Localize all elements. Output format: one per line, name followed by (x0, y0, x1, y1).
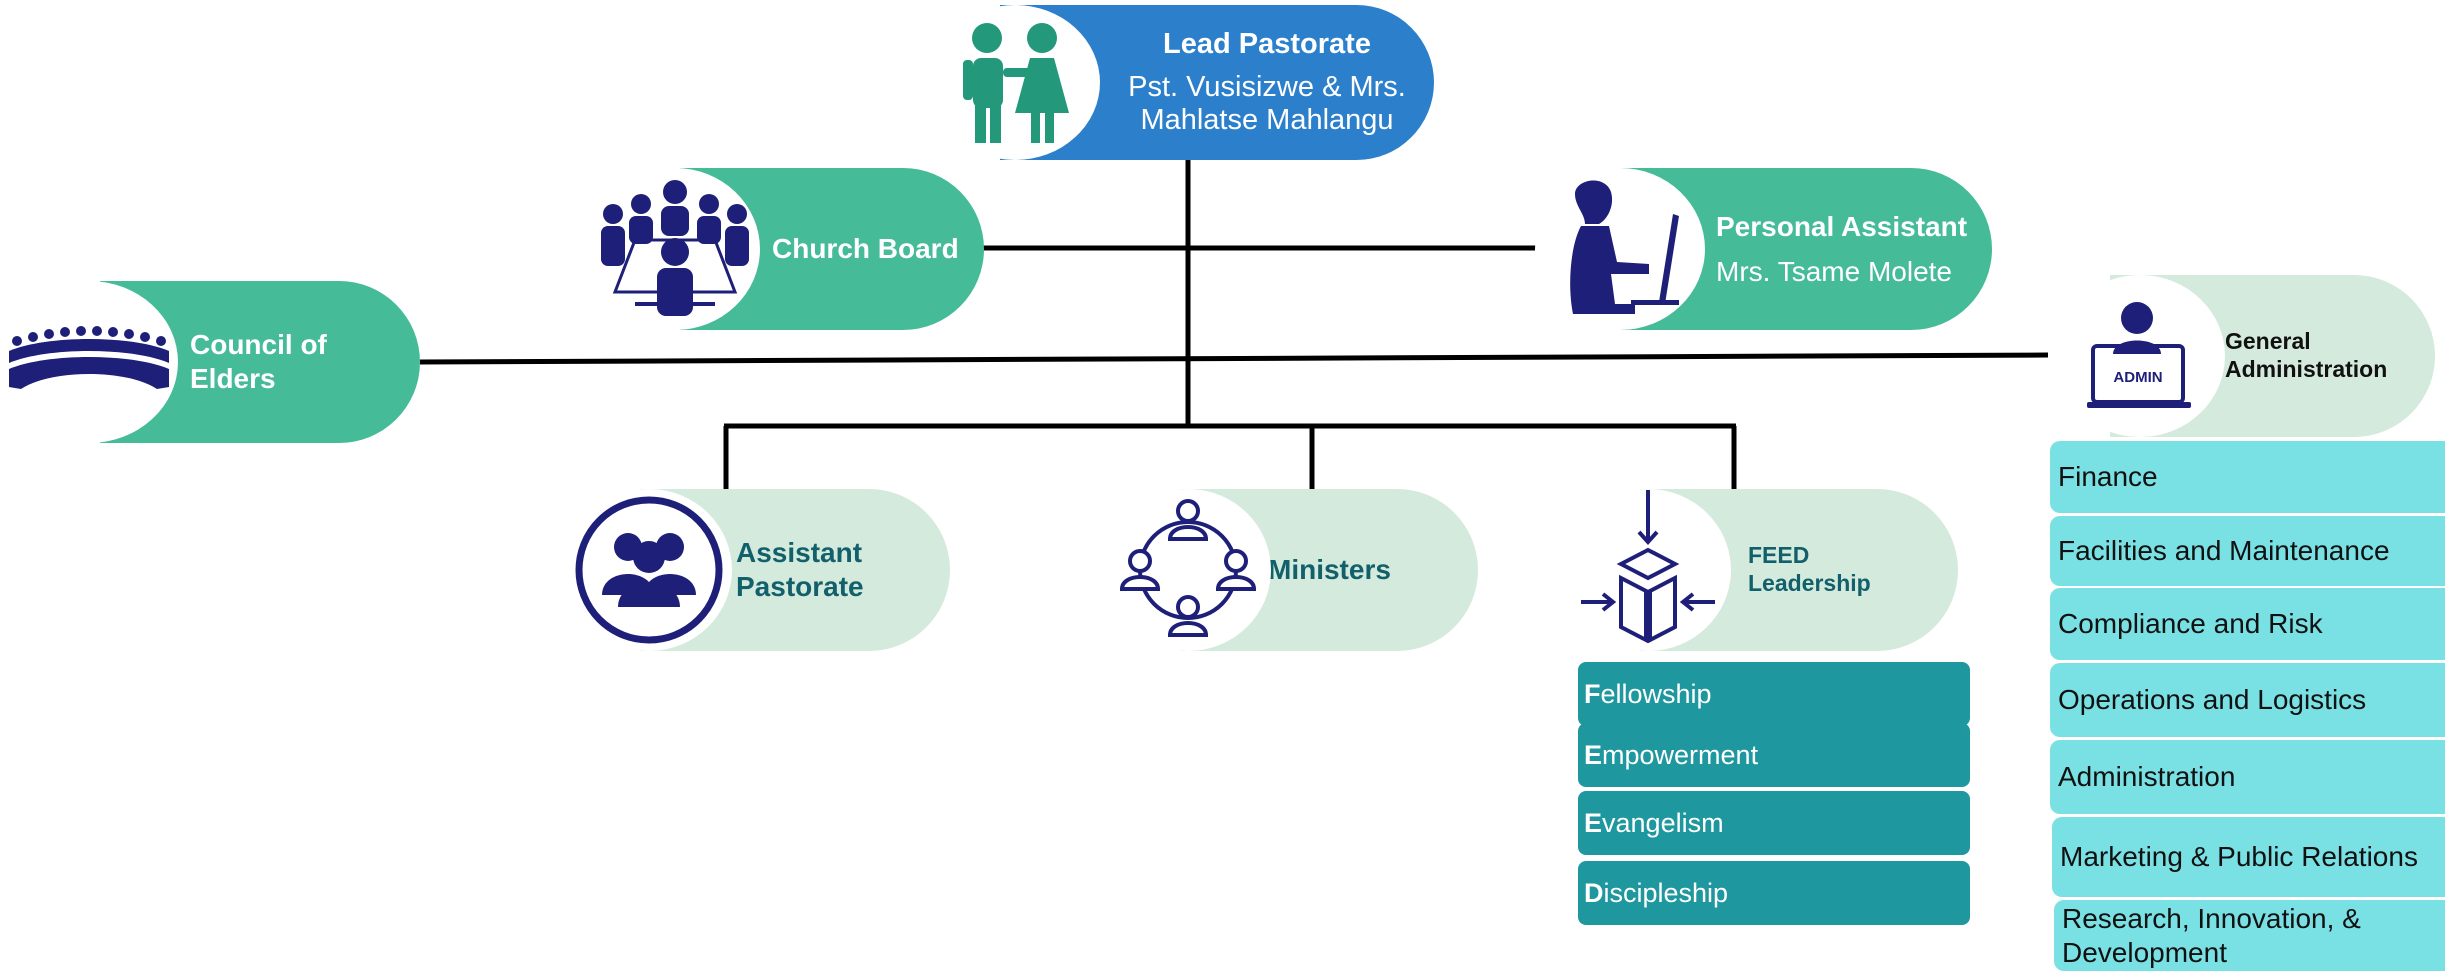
admin-item-finance: Finance (2050, 441, 2445, 513)
council-assembly-icon (9, 326, 169, 389)
board-meeting-icon (601, 180, 749, 316)
feed-item-initial: F (1584, 678, 1601, 709)
lead-icon-disc (930, 5, 1100, 160)
assistant-icon-disc (566, 489, 732, 651)
admin-item-label: Facilities and Maintenance (2058, 535, 2390, 567)
feed-title-line2: Leadership (1748, 570, 1871, 596)
feed-title-line1: FEED (1748, 542, 1810, 569)
ministers-title: Ministers (1268, 554, 1391, 586)
council-title-line1: Council of (190, 329, 327, 361)
assistant-title-line2: Pastorate (736, 571, 864, 602)
lead-pastorate-node: Lead Pastorate Pst. Vusisizwe & Mrs. Mah… (1000, 5, 1434, 160)
general-admin-icon-disc: ADMIN (2055, 275, 2225, 437)
box-arrows-icon (1581, 490, 1715, 644)
admin-item-label: Research, Innovation, & Development (2062, 902, 2361, 968)
admin-item-label: Administration (2058, 761, 2236, 793)
ministers-icon-disc (1105, 489, 1271, 651)
council-title-line2: Elders (190, 363, 276, 394)
group-circle-icon (575, 496, 723, 644)
admin-item-facilities: Facilities and Maintenance (2050, 516, 2445, 586)
feed-item-rest: iscipleship (1603, 877, 1729, 908)
church-board-title: Church Board (772, 233, 959, 265)
lead-pastorate-name-line1: Pst. Vusisizwe & Mrs. (1128, 71, 1406, 103)
feed-item-initial: E (1584, 739, 1603, 770)
personal-assistant-icon-disc (1535, 168, 1705, 330)
computer-worker-icon (1570, 180, 1679, 314)
feed-item-initial: E (1584, 807, 1603, 838)
admin-item-marketing: Marketing & Public Relations (2052, 817, 2445, 897)
lead-pastorate-title: Lead Pastorate (1163, 28, 1371, 60)
admin-computer-icon: ADMIN (2087, 302, 2191, 408)
admin-item-label: Marketing & Public Relations (2060, 841, 2418, 873)
council-icon-disc (0, 281, 178, 443)
admin-item-research: Research, Innovation, & Development (2054, 900, 2445, 971)
feed-icon-disc (1565, 489, 1731, 651)
couple-icon (963, 22, 1069, 143)
feed-item-rest: vangelism (1602, 807, 1724, 838)
admin-icon-text: ADMIN (2113, 369, 2162, 386)
council-admin-line (419, 352, 2049, 365)
lead-pastorate-name-line2: Mahlatse Mahlangu (1140, 104, 1394, 136)
admin-item-label: Finance (2058, 461, 2158, 493)
admin-item-label: Operations and Logistics (2058, 684, 2367, 716)
admin-item-label: Compliance and Risk (2058, 608, 2323, 640)
feed-item-rest: mpowerment (1602, 739, 1759, 770)
admin-item-administration: Administration (2050, 740, 2445, 814)
admin-item-operations: Operations and Logistics (2050, 663, 2445, 737)
feed-item-initial: D (1584, 877, 1604, 908)
feed-item-rest: ellowship (1600, 678, 1712, 709)
assistant-title-line1: Assistant (736, 537, 863, 569)
personal-assistant-name: Mrs. Tsame Molete (1716, 255, 1952, 287)
general-admin-title-line2: Administration (2225, 356, 2388, 382)
admin-item-compliance: Compliance and Risk (2050, 588, 2445, 660)
general-admin-title-line1: General (2225, 328, 2311, 355)
network-people-icon (1119, 499, 1257, 637)
church-board-icon-disc (590, 168, 760, 330)
personal-assistant-title: Personal Assistant (1716, 211, 1968, 243)
